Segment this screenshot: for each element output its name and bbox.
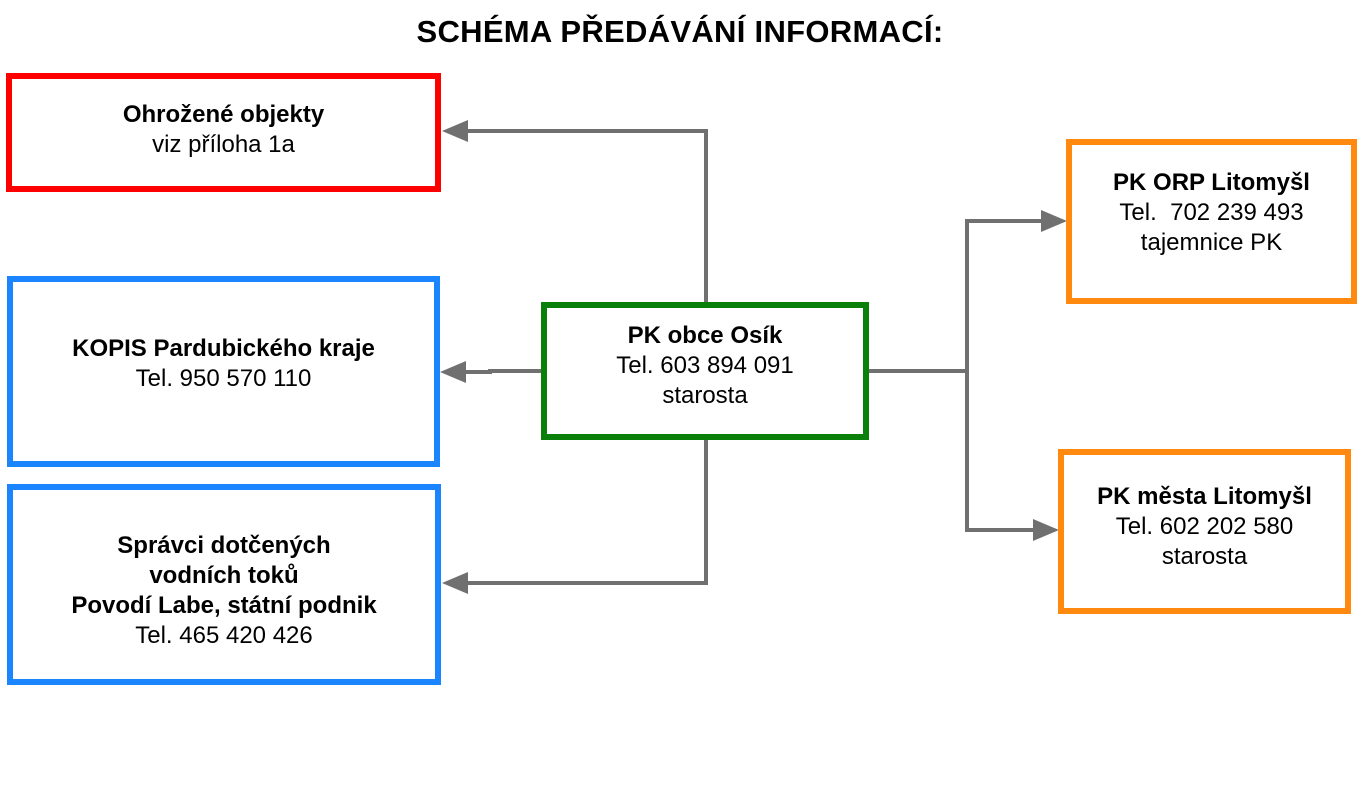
diagram-title: SCHÉMA PŘEDÁVÁNÍ INFORMACÍ: [416, 14, 944, 49]
arrowhead-kopis [440, 361, 466, 383]
arrow-to-town [965, 371, 1037, 532]
arrowhead-town [1033, 519, 1059, 541]
center-title: PK obce Osík [627, 322, 783, 349]
arrowhead-orp [1041, 210, 1067, 232]
center-role: starosta [662, 382, 748, 409]
kopis-phone: Tel. 950 570 110 [135, 364, 312, 392]
orp-role: tajemnice PK [1140, 228, 1283, 256]
town-box: PK města Litomyšl Tel. 602 202 580 staro… [1058, 449, 1351, 614]
kopis-title: KOPIS Pardubického kraje [72, 334, 375, 362]
orp-box: PK ORP Litomyšl Tel. 702 239 493 tajemni… [1066, 139, 1357, 304]
arrow-to-orp [869, 219, 1045, 373]
center-phone: Tel. 603 894 091 [616, 352, 794, 379]
water-managers-line1: Správci dotčených [117, 531, 331, 559]
water-managers-box: Správci dotčených vodních toků Povodí La… [7, 484, 441, 685]
arrowhead-water [442, 572, 468, 594]
water-managers-phone: Tel. 465 420 426 [135, 621, 313, 649]
town-title: PK města Litomyšl [1097, 482, 1312, 510]
arrow-to-kopis [462, 369, 543, 374]
town-role: starosta [1161, 542, 1248, 570]
endangered-objects-title: Ohrožené objekty [122, 100, 325, 128]
arrow-to-endangered [462, 129, 708, 302]
arrowhead-endangered [442, 120, 468, 142]
orp-phone: Tel. 702 239 493 [1119, 198, 1304, 226]
endangered-objects-box: Ohrožené objekty viz příloha 1a [6, 73, 441, 192]
orp-title: PK ORP Litomyšl [1113, 168, 1310, 196]
arrow-to-water [462, 440, 708, 585]
water-managers-line2: vodních toků [149, 561, 299, 589]
kopis-box: KOPIS Pardubického kraje Tel. 950 570 11… [7, 276, 440, 467]
center-box: PK obce Osík Tel. 603 894 091 starosta [541, 302, 869, 440]
town-phone: Tel. 602 202 580 [1115, 512, 1294, 540]
water-managers-line3: Povodí Labe, státní podnik [71, 591, 377, 619]
endangered-objects-note: viz příloha 1a [152, 130, 295, 158]
